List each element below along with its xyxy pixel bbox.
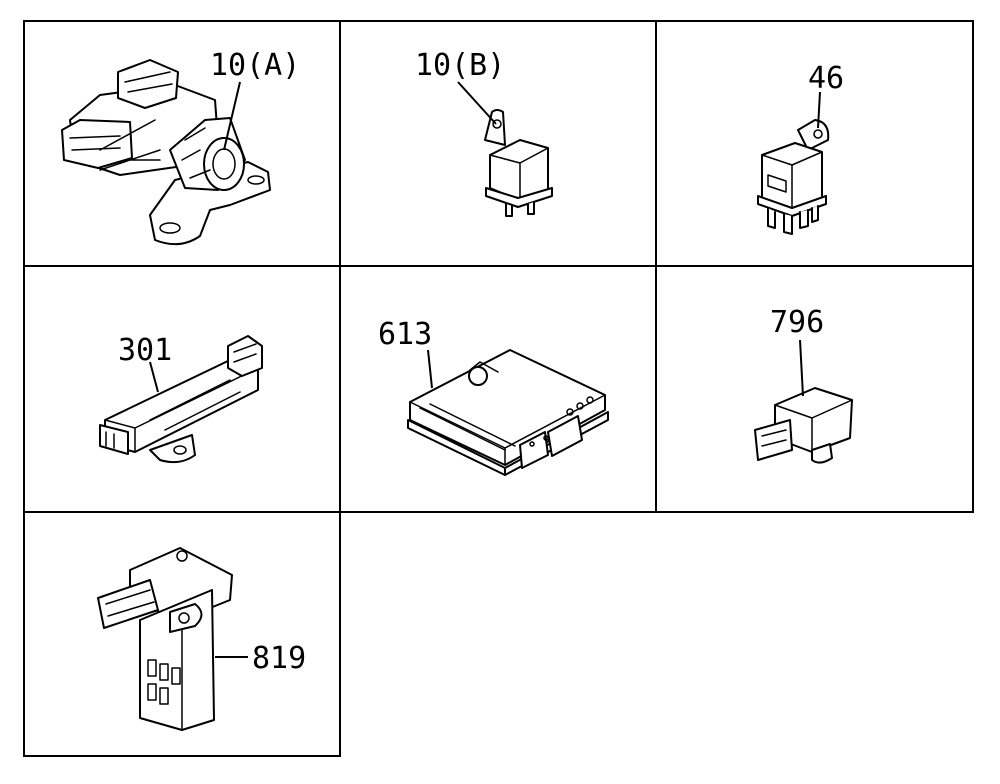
callout-10a: 10(A) [210,48,300,83]
callout-46: 46 [808,61,844,96]
callout-819: 819 [252,641,306,676]
callout-613: 613 [378,317,432,352]
part-10b-drawing [484,109,553,217]
leader-10a [223,81,241,151]
callout-301: 301 [118,333,172,368]
callout-labels: 10(A) 10(B) 46 301 613 796 819 [118,48,844,676]
leader-301 [149,361,159,393]
callout-10b: 10(B) [415,48,505,83]
leader-796 [799,339,804,397]
part-10a-drawing [61,59,271,246]
part-301-drawing [99,335,263,464]
part-46-drawing [757,119,830,235]
leader-10b [457,81,497,125]
leader-lines [149,81,821,658]
part-796-drawing [754,387,853,464]
leader-46 [817,91,821,129]
parts-grid [23,20,974,757]
leader-613 [427,349,433,389]
part-613-drawing [407,349,609,476]
callout-796: 796 [770,305,824,340]
part-819-drawing [97,547,233,731]
